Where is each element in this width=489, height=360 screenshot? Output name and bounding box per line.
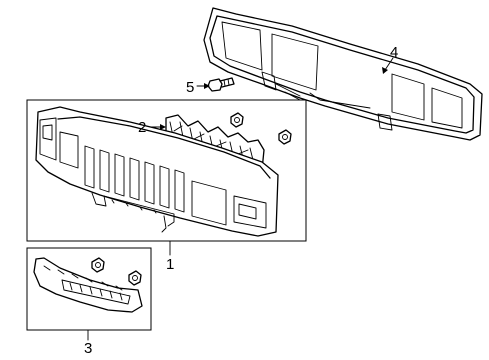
callout-box-part1 [26,99,307,242]
callout-4: 4 [390,44,398,61]
callout-1: 1 [166,256,174,273]
callout-box-part3 [26,247,152,331]
leader-lines [87,57,394,341]
bolt-part5 [207,77,235,92]
callout-3: 3 [84,340,92,357]
callout-5: 5 [186,79,194,96]
nut-3 [91,257,105,273]
lower-panel-part3 [33,257,143,313]
callout-2: 2 [138,119,146,136]
nut-4 [128,270,142,286]
grille-assembly-part1 [35,106,279,237]
grille-frame-part4 [203,7,483,141]
nut-2 [278,129,292,145]
nut-1 [230,112,244,128]
